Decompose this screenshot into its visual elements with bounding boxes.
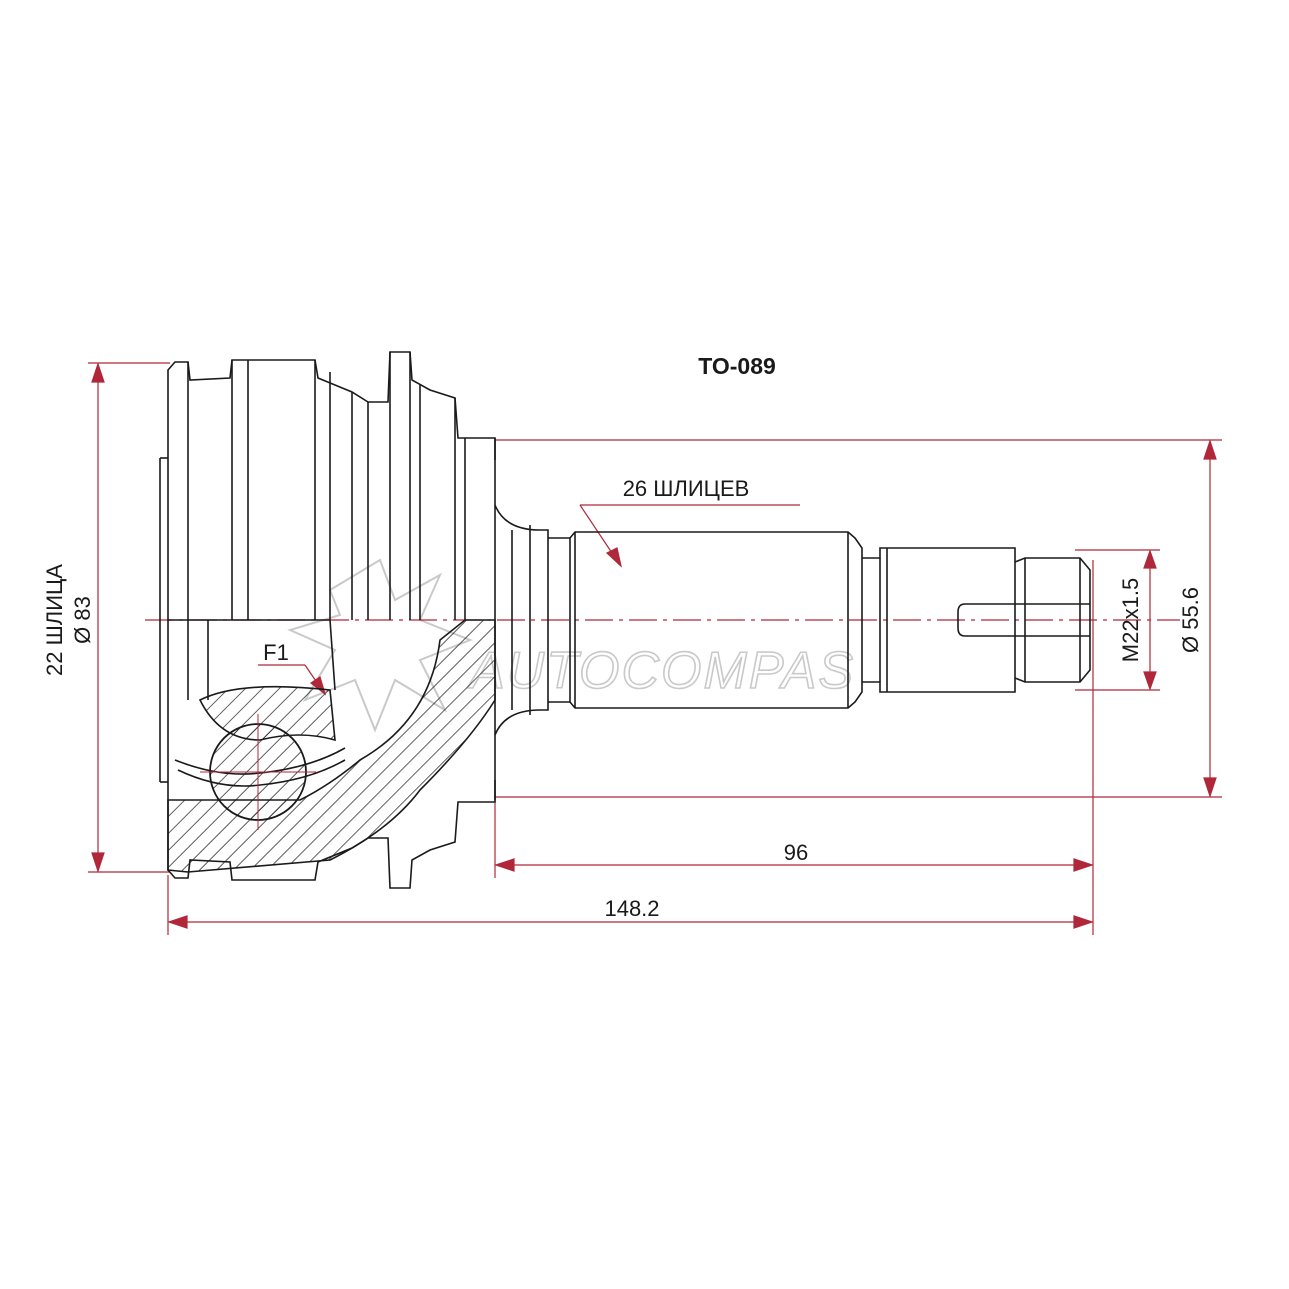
inner-splines-label: 22 ШЛИЦА [42,564,67,676]
length-shaft-label: 96 [784,840,808,865]
inner-diameter-label: Ø 83 [70,596,95,644]
watermark-text: AUTOCOMPAS [467,642,855,700]
f1-label: F1 [263,640,289,665]
section-cutaway [167,619,496,873]
dimension-lines [88,362,1222,935]
part-number: TO-089 [698,353,776,379]
outer-splines-label: 26 ШЛИЦЕВ [623,476,750,501]
length-total-label: 148.2 [604,896,659,921]
watermark-logo-icon [287,558,473,733]
outer-diameter-label: Ø 55.6 [1178,587,1203,653]
watermark: AUTOCOMPAS [287,558,855,733]
thread-label: M22x1.5 [1118,578,1143,662]
part-outline [159,351,1091,889]
